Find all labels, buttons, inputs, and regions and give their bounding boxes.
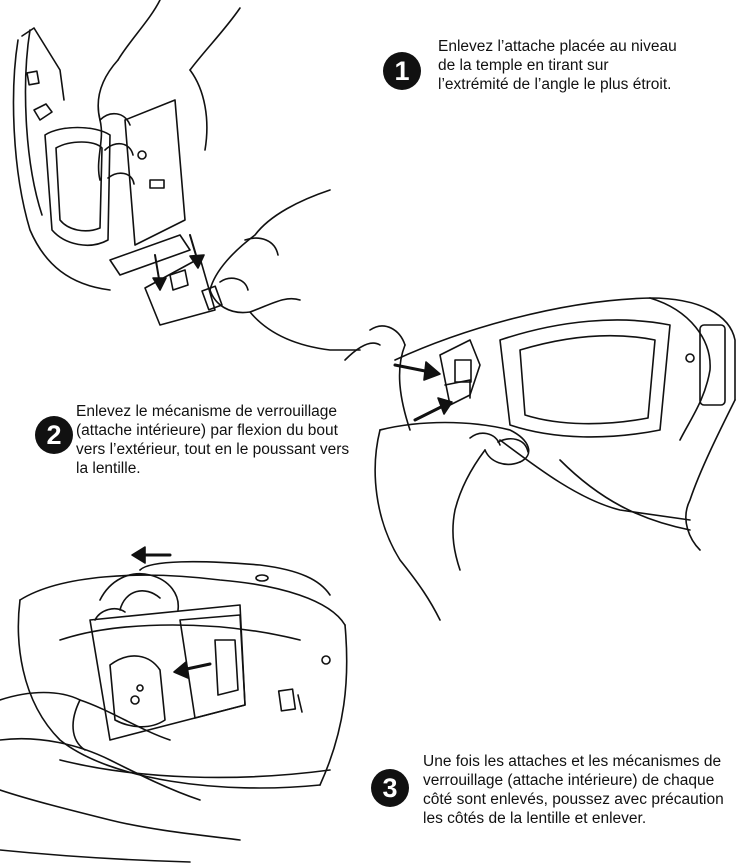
illustration-step1 xyxy=(14,0,360,350)
step-number-badge: 2 xyxy=(35,416,73,454)
step-instruction-text: Une fois les attaches et les mécanismes … xyxy=(423,752,738,828)
step-instruction-text: Enlevez le mécanisme de verrouillage (at… xyxy=(76,402,351,478)
step-number-badge: 1 xyxy=(383,52,421,90)
illustration-step3 xyxy=(0,547,347,862)
illustration-step2 xyxy=(345,298,735,620)
step-number-badge: 3 xyxy=(371,769,409,807)
step-instruction-text: Enlevez l’attache placée au niveau de la… xyxy=(438,37,678,94)
